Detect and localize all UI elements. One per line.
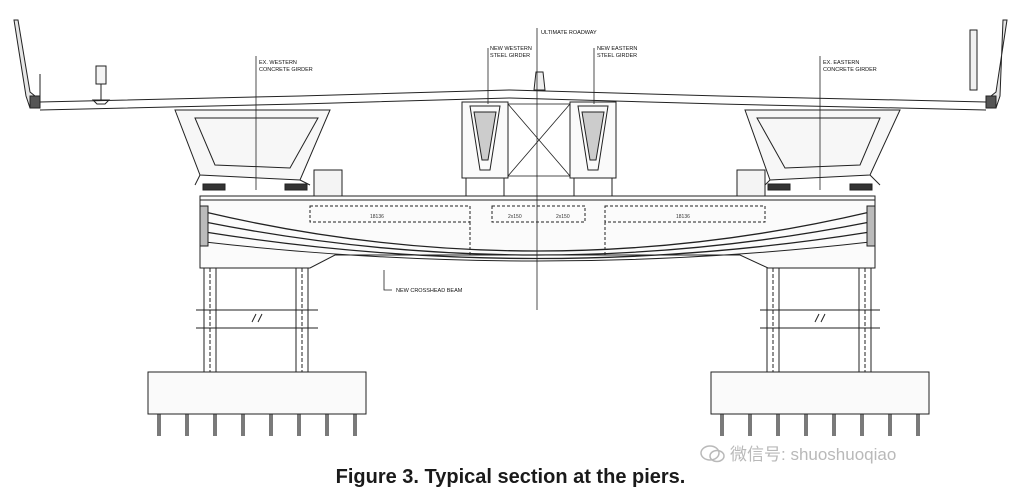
dim-right-outer: 18136 [676,214,690,220]
leader-lines [255,28,821,310]
western-steel-girder [461,101,509,197]
eastern-concrete-girder [744,109,901,186]
crosshead-beam [199,195,876,269]
eastern-steel-girder [569,101,617,197]
ex-eastern-label-1: EX. EASTERN [823,60,859,66]
piles [157,414,920,436]
new-western-label-2: STEEL GIRDER [490,53,530,59]
left-parapet [13,19,41,109]
watermark-text: 微信号: shuoshuoqiao [730,445,897,464]
ultimate-roadway-label: ULTIMATE ROADWAY [541,30,597,36]
western-pier [147,267,367,415]
watermark: 微信号: shuoshuoqiao [700,440,896,465]
ex-eastern-label-2: CONCRETE GIRDER [823,67,877,73]
ex-western-label-1: EX. WESTERN [259,60,297,66]
wechat-icon [700,445,725,463]
dim-left-outer: 18136 [370,214,384,220]
eastern-pier [710,267,930,415]
drawing-labels: ULTIMATE ROADWAY NEW WESTERN STEEL GIRDE… [259,30,877,294]
pier-column-stubs [313,169,766,197]
left-post [91,65,111,105]
median-barrier [533,71,546,91]
right-parapet [969,19,1008,109]
cross-bracing [507,103,571,177]
western-concrete-girder [174,109,331,186]
bearings [202,183,873,191]
ex-western-label-2: CONCRETE GIRDER [259,67,313,73]
dim-left-inner: 2x150 [508,214,522,220]
new-eastern-label-2: STEEL GIRDER [597,53,637,59]
crosshead-label: NEW CROSSHEAD BEAM [396,288,463,294]
dim-right-inner: 2x150 [556,214,570,220]
new-eastern-label-1: NEW EASTERN [597,46,637,52]
deck-slab [39,89,987,111]
figure-caption: Figure 3. Typical section at the piers. [335,466,686,488]
new-western-label-1: NEW WESTERN [490,46,532,52]
